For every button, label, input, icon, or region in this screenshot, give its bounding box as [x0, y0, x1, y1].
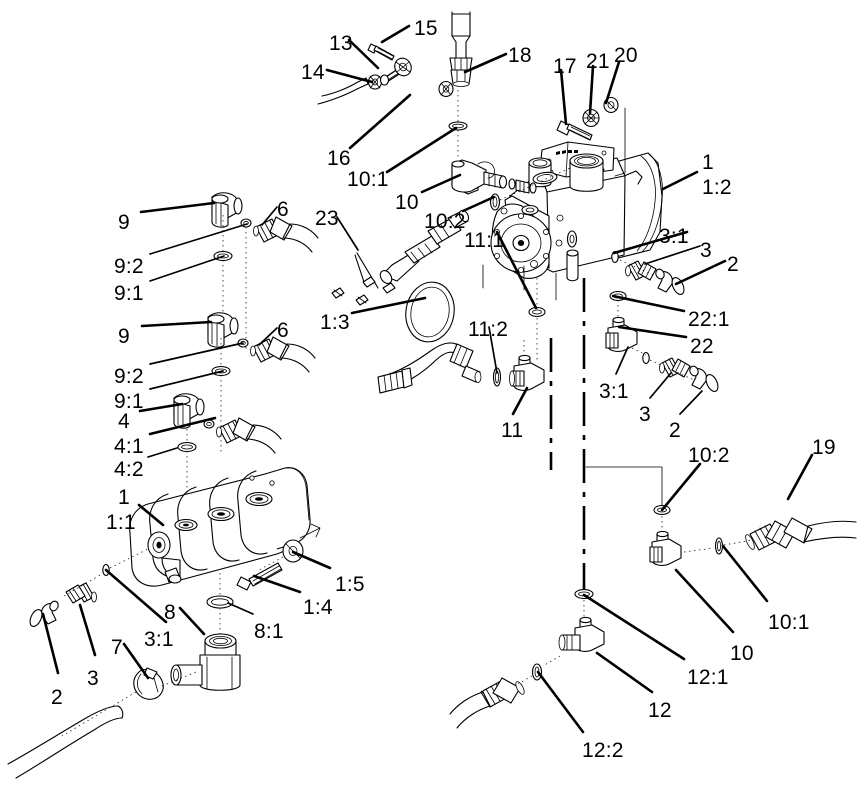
callout-9-2-upper: 9:2 [114, 255, 144, 278]
callout-3-1-mid: 3:1 [599, 380, 629, 403]
callout-9-upper: 9 [118, 211, 130, 234]
o-ring-11-1 [528, 306, 546, 318]
callout-6-lower: 6 [277, 319, 289, 342]
cap-screw-1-4 [236, 562, 283, 591]
callout-10-2-lower: 10:2 [688, 444, 730, 467]
callout-3-mid: 3 [639, 403, 651, 426]
hose-end-4-fitting [216, 417, 282, 454]
callout-8-1: 8:1 [254, 620, 284, 643]
callout-3-lower: 3 [87, 667, 99, 690]
callout-8: 8 [164, 601, 176, 624]
callout-1-3: 1:3 [320, 311, 350, 334]
callout-11-1: 11:1 [464, 229, 505, 252]
elbow-fitting-22 [605, 316, 638, 352]
valve-cartridge-center [379, 209, 470, 284]
elbow-2-lower-right [689, 365, 719, 392]
callout-10-lower: 10 [730, 642, 754, 665]
callout-11-2: 11:2 [468, 318, 509, 341]
callout-23: 23 [315, 207, 339, 230]
callout-10-1-lower: 10:1 [768, 611, 810, 634]
o-ring-4-1 [203, 419, 215, 429]
screws-23 [331, 252, 396, 306]
union-fitting-upper [394, 57, 412, 77]
callout-1-1: 1:1 [106, 511, 136, 534]
callout-19: 19 [812, 436, 836, 459]
callout-4-2: 4:2 [114, 458, 144, 481]
callout-3-upper: 3 [700, 239, 712, 262]
callout-14: 14 [301, 61, 325, 84]
elbow-fitting-9-lower [207, 312, 239, 348]
callout-10-upper: 10 [395, 191, 419, 214]
callout-13: 13 [329, 32, 353, 55]
callout-20: 20 [614, 44, 638, 67]
o-ring-10-1-lower [714, 537, 724, 555]
leader-lines [41, 24, 814, 734]
oring-3-1-lower-right [642, 351, 650, 365]
hose-coupling-19 [745, 517, 857, 551]
tee-fitting-8 [170, 633, 241, 691]
callout-1-4: 1:4 [303, 596, 333, 619]
hose-lower-left [7, 705, 124, 779]
o-ring-8-1 [206, 595, 234, 609]
callout-1-left: 1 [118, 486, 130, 509]
o-ring-11-2 [492, 367, 502, 387]
callout-4-1: 4:1 [114, 435, 144, 458]
callout-3-1-lower: 3:1 [144, 628, 174, 651]
callout-15: 15 [414, 17, 438, 40]
elbow-fitting-10-lower [649, 530, 682, 566]
hose-assembly-upper-left [317, 77, 369, 105]
hose-clamp-7 [133, 667, 164, 700]
callout-1-top-right: 1 [702, 151, 714, 174]
callout-22-1: 22:1 [688, 308, 730, 331]
callout-10-2-upper: 10:2 [424, 210, 466, 233]
callout-7: 7 [111, 636, 123, 659]
callout-18: 18 [508, 44, 532, 67]
callout-10-1-upper: 10:1 [347, 168, 389, 191]
washer-16-pos [438, 80, 454, 98]
hose-end-6-upper [253, 216, 319, 253]
callout-17: 17 [553, 55, 577, 78]
callout-12-1: 12:1 [687, 666, 729, 689]
elbow-fitting-11 [509, 354, 545, 391]
callout-2-mid: 2 [669, 419, 681, 442]
callout-12: 12 [648, 699, 672, 722]
connector-3-lower-right [659, 357, 691, 378]
callout-2-lower: 2 [51, 686, 63, 709]
callout-3-1-upper: 3:1 [659, 225, 689, 248]
callout-16: 16 [327, 147, 351, 170]
elbow-fitting-4 [173, 393, 205, 429]
cap-screw-15 [367, 43, 395, 61]
connector-3-upper [625, 260, 657, 281]
callout-9-1-lower: 9:1 [114, 390, 144, 413]
callout-9-2-lower: 9:2 [114, 365, 144, 388]
callout-9-lower: 9 [118, 325, 130, 348]
callout-21: 21 [586, 50, 610, 73]
cap-screw-17 [556, 120, 593, 141]
o-ring-4-2 [177, 441, 197, 453]
callout-6-upper: 6 [277, 198, 289, 221]
elbow-fitting-12 [558, 616, 605, 652]
hose-assembly-center [377, 342, 482, 394]
callout-12-2: 12:2 [582, 739, 624, 762]
hose-end-6-lower [250, 336, 316, 373]
callout-2-upper: 2 [727, 253, 739, 276]
connector-3-leftpump [65, 582, 97, 604]
hose-coupling-18 [449, 11, 473, 87]
o-ring-16 [448, 121, 468, 131]
callout-1-5: 1:5 [335, 573, 365, 596]
callout-22: 22 [690, 335, 714, 358]
callout-1-2: 1:2 [702, 176, 732, 199]
hose-coupling-12-2 [449, 677, 525, 729]
pump-main-body [490, 141, 663, 282]
o-ring-1-3 [405, 281, 455, 343]
callout-11: 11 [501, 419, 524, 442]
callout-9-1-upper: 9:1 [114, 282, 144, 305]
pump-lower-left [129, 467, 321, 587]
elbow-fitting-9-upper [211, 192, 243, 228]
lock-washer-21 [582, 108, 600, 128]
elbow-fitting-10-upper [451, 159, 537, 195]
callout-4: 4 [118, 410, 130, 433]
